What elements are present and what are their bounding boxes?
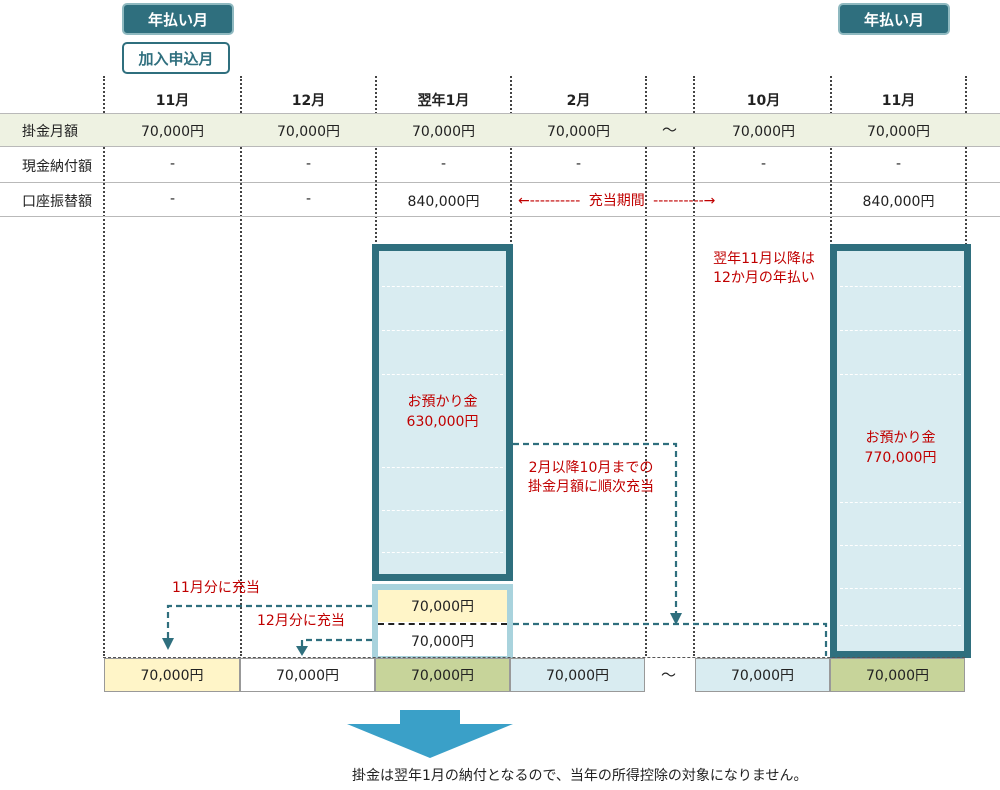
annual-payment-month-tag-right: 年払い月	[838, 3, 950, 35]
row-divider	[0, 113, 1000, 114]
column-header-feb: 2月	[566, 93, 591, 109]
monthly-value: 70,000円	[867, 124, 930, 140]
arrow-to-oct	[513, 622, 828, 656]
deposit-title: お預かり金	[865, 430, 936, 446]
down-arrow-icon	[347, 710, 513, 758]
note-line: 掛金月額に順次充当	[528, 479, 654, 495]
deposit-label-jan: お預かり金 630,000円	[376, 392, 509, 432]
deposit-divider	[840, 374, 961, 375]
tilde-separator: 〜	[661, 666, 677, 684]
deposit-amount: 770,000円	[864, 450, 937, 466]
bottom-cell-feb: 70,000円	[510, 658, 645, 692]
monthly-value: 70,000円	[732, 124, 795, 140]
deposit-title: お預かり金	[407, 394, 478, 410]
stack-cell-lower: 70,000円	[378, 625, 507, 656]
row-label-monthly: 掛金月額	[22, 124, 78, 140]
allocation-period-arrow: ←---------- 充当期間 ----------→	[518, 190, 715, 210]
arrowhead-icon	[162, 638, 174, 650]
transfer-value: -	[169, 191, 176, 207]
deposit-label-nov: お預かり金 770,000円	[834, 428, 967, 468]
transfer-value: 840,000円	[407, 194, 480, 210]
deposit-divider	[840, 330, 961, 331]
column-divider	[510, 76, 512, 246]
column-divider	[240, 76, 242, 656]
note-line: 12か月の年払い	[713, 270, 815, 286]
column-header-nov: 11月	[155, 93, 190, 109]
note-line: 2月以降10月までの	[528, 460, 654, 476]
deposit-divider	[382, 552, 503, 553]
deposit-divider	[382, 286, 503, 287]
left-arrow-icon: ←----------	[518, 193, 581, 209]
column-divider	[830, 76, 832, 246]
enrollment-month-tag: 加入申込月	[122, 42, 230, 74]
column-divider	[693, 76, 695, 656]
deposit-divider	[382, 510, 503, 511]
note-allocated-dec: 12月分に充当	[257, 613, 345, 629]
deposit-divider	[840, 286, 961, 287]
column-header-nov-next: 11月	[881, 93, 916, 109]
row-divider	[0, 146, 1000, 147]
cash-value: -	[575, 156, 582, 172]
arrow-to-dec	[300, 638, 372, 648]
transfer-value: -	[305, 191, 312, 207]
deposit-divider	[840, 502, 961, 503]
deposit-divider	[840, 545, 961, 546]
cash-value: -	[440, 156, 447, 172]
arrow-to-feb	[513, 442, 678, 615]
deposit-amount: 630,000円	[406, 414, 479, 430]
row-label-transfer: 口座振替額	[22, 194, 92, 210]
cash-value: -	[169, 156, 176, 172]
bottom-cell-jan: 70,000円	[375, 658, 510, 692]
deposit-divider	[382, 467, 503, 468]
row-divider	[0, 216, 1000, 217]
row-divider	[0, 182, 1000, 183]
arrowhead-icon	[296, 646, 308, 656]
column-header-oct: 10月	[746, 93, 781, 109]
tilde-separator: 〜	[662, 121, 678, 139]
deposit-divider	[840, 625, 961, 626]
column-divider	[103, 76, 105, 656]
row-label-cash: 現金納付額	[22, 159, 92, 175]
deposit-divider	[382, 330, 503, 331]
bottom-cell-nov: 70,000円	[104, 658, 240, 692]
bottom-row-top-line	[103, 657, 965, 658]
deposit-divider	[840, 588, 961, 589]
transfer-value: 840,000円	[862, 194, 935, 210]
stack-cell-upper: 70,000円	[378, 590, 507, 622]
note-annual-from-next-nov: 翌年11月以降は 12か月の年払い	[700, 250, 828, 288]
deposit-box-nov	[830, 244, 971, 658]
column-header-dec: 12月	[291, 93, 326, 109]
bottom-cell-dec: 70,000円	[240, 658, 375, 692]
stack-divider	[378, 623, 507, 625]
cash-value: -	[760, 156, 767, 172]
bottom-cell-oct: 70,000円	[695, 658, 830, 692]
cash-value: -	[305, 156, 312, 172]
note-sequential-allocation: 2月以降10月までの 掛金月額に順次充当	[516, 459, 666, 497]
arrow-to-nov	[166, 604, 372, 640]
column-header-jan: 翌年1月	[417, 93, 470, 109]
right-arrow-icon: ----------→	[653, 193, 716, 209]
monthly-value: 70,000円	[277, 124, 340, 140]
monthly-value: 70,000円	[547, 124, 610, 140]
allocation-period-label: 充当期間	[588, 193, 645, 209]
column-divider	[645, 76, 647, 656]
monthly-value: 70,000円	[412, 124, 475, 140]
note-allocated-nov: 11月分に充当	[172, 580, 260, 596]
footer-note: 掛金は翌年1月の納付となるので、当年の所得控除の対象になりません。	[352, 768, 808, 784]
deposit-box-jan	[372, 244, 513, 581]
deposit-divider	[382, 374, 503, 375]
bottom-cell-nov-next: 70,000円	[830, 658, 965, 692]
monthly-value: 70,000円	[141, 124, 204, 140]
cash-value: -	[895, 156, 902, 172]
monthly-row-band	[0, 114, 1000, 146]
note-line: 翌年11月以降は	[713, 251, 815, 267]
column-divider	[375, 76, 377, 246]
arrowhead-icon	[670, 613, 682, 625]
annual-payment-month-tag-left: 年払い月	[122, 3, 234, 35]
